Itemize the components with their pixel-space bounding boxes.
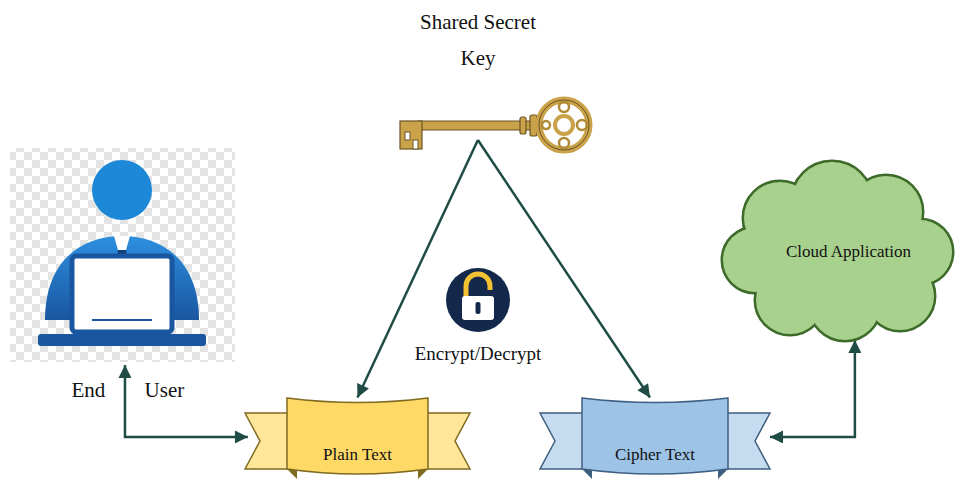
ciphertext-banner-outline bbox=[540, 395, 770, 480]
user-icon bbox=[10, 148, 235, 362]
caption-label: Encrypt/Decrypt bbox=[403, 343, 553, 365]
node-label: Shared Secret Key bbox=[413, 4, 543, 76]
ciphertext-banner: Cipher Text bbox=[540, 395, 770, 480]
cloud-shape: Cloud Application bbox=[720, 160, 955, 340]
plaintext-banner-outline bbox=[245, 395, 470, 480]
user-node: End User bbox=[10, 148, 235, 365]
lock-icon bbox=[446, 268, 510, 332]
plaintext-banner: Plain Text bbox=[245, 395, 470, 480]
node-label: Plain Text bbox=[245, 445, 470, 465]
connector-arrow bbox=[770, 340, 855, 437]
node-label: End User bbox=[72, 378, 185, 402]
key-icon bbox=[400, 100, 589, 150]
node-label: Cloud Application bbox=[742, 241, 955, 263]
key-node: Shared Secret Key bbox=[400, 100, 590, 140]
node-label: Cipher Text bbox=[540, 445, 770, 465]
